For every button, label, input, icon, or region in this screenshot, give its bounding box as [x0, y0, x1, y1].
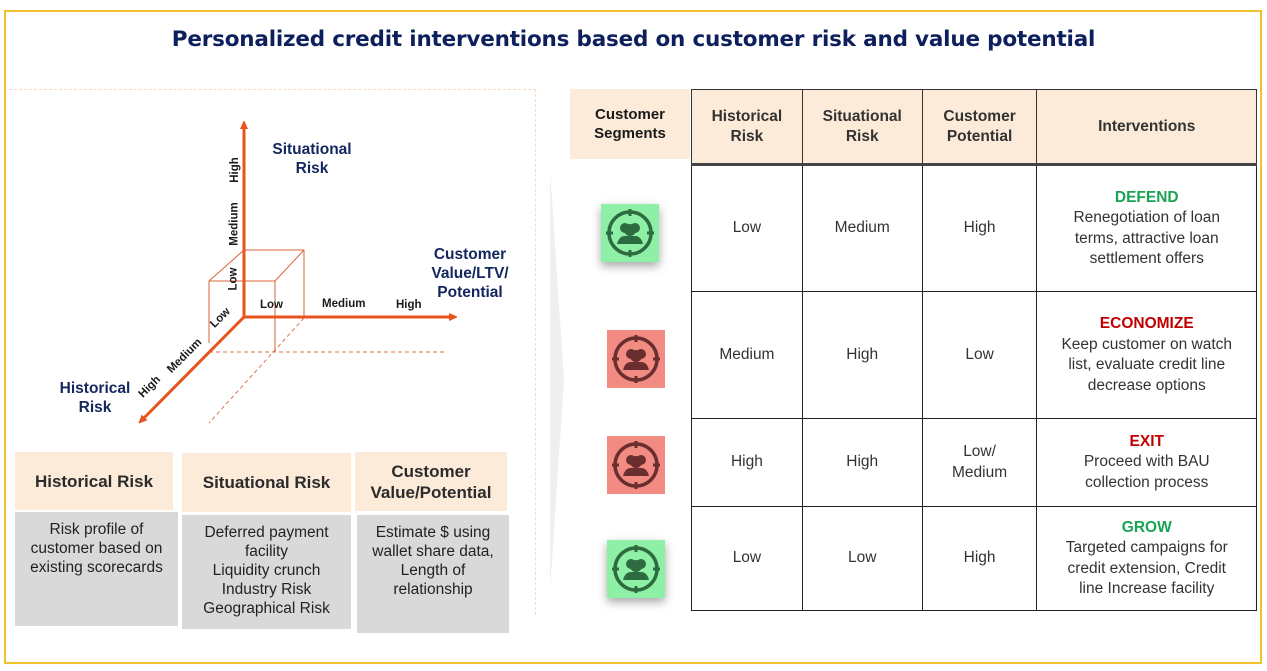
target-customer-red-icon: [607, 330, 665, 388]
cell-potential: Low/Medium: [921, 418, 1038, 507]
framework-panel: [9, 89, 536, 615]
cell-potential: Low: [921, 291, 1038, 419]
table-row: High High Low/Medium EXIT Proceed with B…: [691, 418, 1257, 507]
target-customer-red-icon: [607, 436, 665, 494]
y-tick-low: Low: [227, 267, 240, 291]
y-tick-medium: Medium: [228, 202, 241, 246]
y-tick-high: High: [228, 157, 241, 183]
definition-header-historical-risk: Historical Risk: [15, 452, 173, 510]
cell-historical: Low: [691, 506, 803, 611]
intervention-exit: EXIT: [1129, 432, 1164, 450]
chevron-right-icon: [550, 170, 564, 590]
intervention-defend: DEFEND: [1114, 188, 1179, 206]
three-axis-diagram: [0, 0, 540, 440]
cell-situational: High: [801, 418, 923, 507]
intervention-grow: GROW: [1121, 518, 1172, 536]
slide-frame: [4, 10, 1262, 664]
intervention-economize: ECONOMIZE: [1099, 315, 1194, 332]
cell-historical: Low: [691, 164, 803, 292]
table-row: Low Medium High DEFEND Renegotiation of …: [691, 164, 1257, 292]
cell-situational: Medium: [801, 164, 923, 292]
cell-historical: High: [691, 418, 803, 507]
page-title: Personalized credit interventions based …: [171, 27, 1096, 52]
cell-historical: Medium: [691, 291, 803, 419]
cell-potential: High: [921, 506, 1038, 611]
x-tick-medium: Medium: [322, 298, 366, 310]
cell-situational: High: [801, 291, 923, 419]
col-interventions: Interventions: [1036, 89, 1257, 165]
definition-header-situational-risk: Situational Risk: [182, 453, 351, 512]
table-row: Medium High Low ECONOMIZE Keep customer …: [691, 291, 1257, 419]
cell-potential: High: [921, 164, 1038, 292]
cell-situational: Low: [801, 506, 923, 611]
target-customer-green-icon: [601, 204, 659, 262]
target-customer-green-icon: [607, 540, 665, 598]
table-row: Low Low High GROW Targeted campaigns for…: [691, 506, 1257, 611]
x-tick-low: Low: [260, 299, 283, 311]
x-tick-high: High: [396, 299, 422, 311]
